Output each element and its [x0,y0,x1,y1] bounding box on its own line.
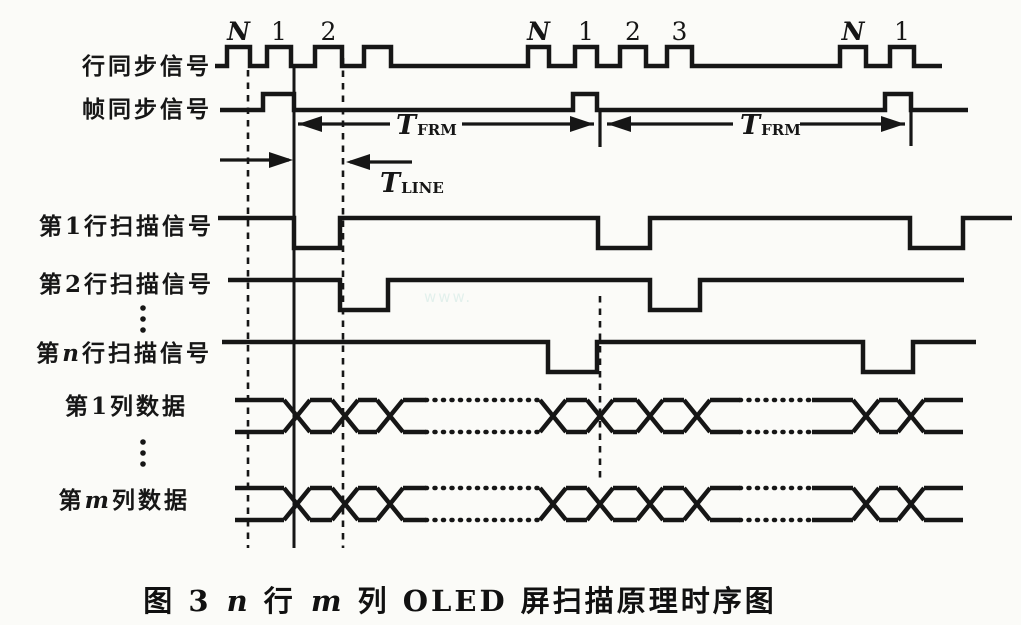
signal-colm-crossings [282,486,926,522]
signal-row1-label: 第1行扫描信号 [39,213,214,240]
pulse-number-label: 2 [625,17,641,46]
signal-col1-label: 第1列数据 [65,393,188,420]
vertical-ellipsis-dot [140,316,146,322]
signal-colm-label: 第m列数据 [59,487,190,514]
signal-vsync-wave [220,91,968,113]
tfrm-label: TFRM [740,110,801,141]
vertical-ellipsis-dot [140,450,146,456]
vertical-ellipsis-dot [140,305,146,311]
signal-vsync-label: 帧同步信号 [82,96,212,123]
pulse-number-label: N [526,17,551,46]
pulse-number-label: N [841,17,866,46]
signal-col1-crossings [282,398,926,434]
figure-caption: 图 3 n 行 m 列 OLED 屏扫描原理时序图 [143,578,777,620]
tline-arrowhead-right [269,152,293,168]
pulse-number-label: N [226,17,251,46]
vertical-ellipsis-dot [140,327,146,333]
tfrm-arrowhead-right [570,116,594,132]
tfrm-arrowhead-left [298,116,322,132]
pulse-number-label: 1 [578,17,594,46]
vertical-ellipsis-dot [140,439,146,445]
caption-text: 列 OLED 屏扫描原理时序图 [344,584,777,618]
pulse-number-label: 2 [321,17,337,46]
tfrm-arrowhead-right [881,116,905,132]
signal-hsync-label: 行同步信号 [81,53,212,80]
vertical-ellipsis-dot [140,461,146,467]
signal-row2-wave [228,277,964,313]
caption-text: 图 3 [143,584,225,618]
signal-rown-wave [222,339,976,375]
signal-row2-label: 第2行扫描信号 [39,271,214,298]
caption-text: n [226,584,249,618]
tfrm-label: TFRM [396,110,457,141]
tfrm-arrowhead-left [607,116,631,132]
pulse-number-label: 3 [672,17,688,46]
tline-arrowhead-left [346,154,370,170]
pulse-number-label: 1 [894,17,910,46]
caption-text: 行 [250,584,309,618]
signal-hsync-wave [215,44,942,69]
caption-text: m [310,584,343,618]
pulse-number-label: 1 [271,17,287,46]
signal-row1-wave [218,215,1012,251]
tline-label: TLINE [380,168,444,199]
signal-rown-label: 第n行扫描信号 [36,340,212,367]
